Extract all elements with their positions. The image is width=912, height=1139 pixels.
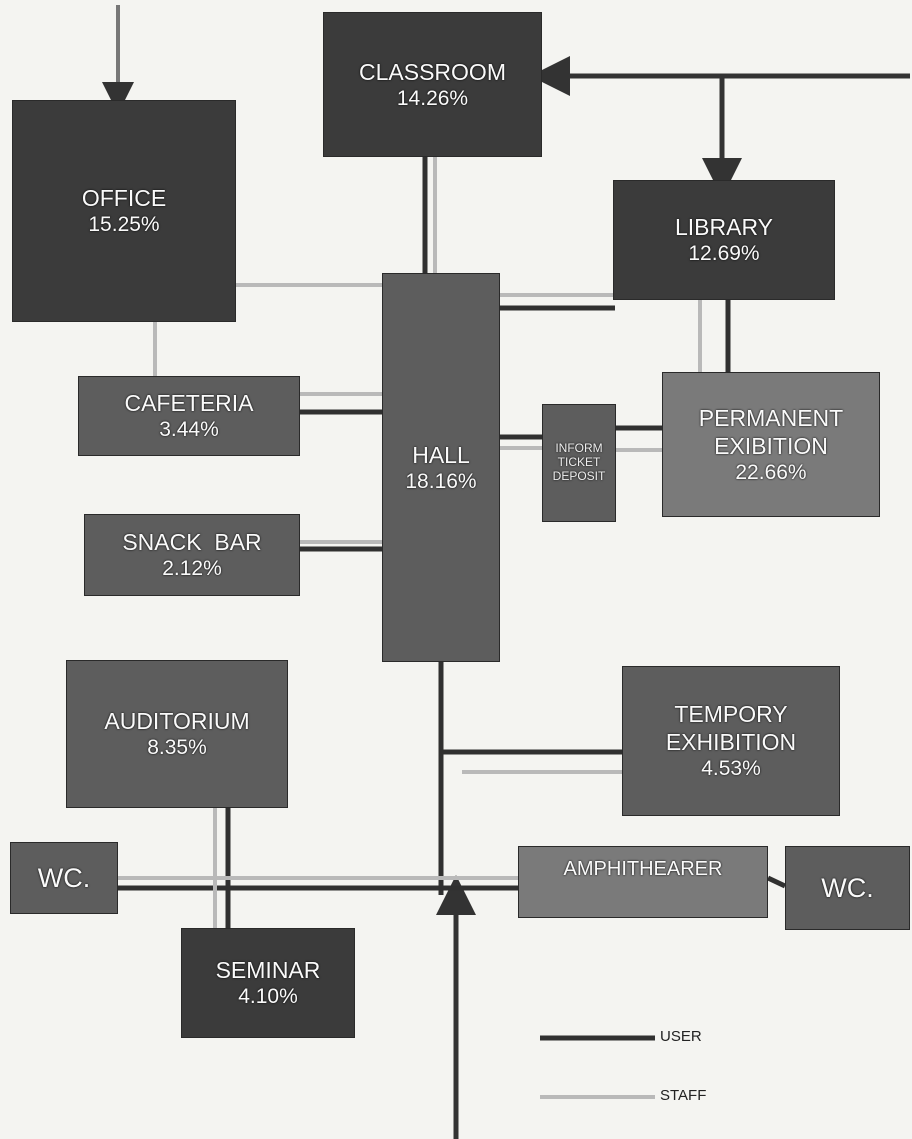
- tempory-label: TEMPORY: [674, 701, 788, 728]
- wc-right-box: WC.: [785, 846, 910, 930]
- classroom-label: CLASSROOM: [359, 58, 506, 85]
- auditorium-label: AUDITORIUM: [104, 708, 250, 735]
- tempory-exhibition-box: TEMPORY EXHIBITION 4.53%: [622, 666, 840, 816]
- info-label: INFORM: [555, 441, 603, 456]
- legend-staff-label: STAFF: [660, 1087, 707, 1104]
- seminar-percent: 4.10%: [238, 985, 298, 1009]
- seminar-label: SEMINAR: [215, 957, 321, 984]
- exibition-label: EXIBITION: [714, 432, 828, 459]
- auditorium-box: AUDITORIUM 8.35%: [66, 660, 288, 808]
- permanent-label: PERMANENT: [698, 404, 844, 431]
- hall-percent: 18.16%: [405, 469, 477, 493]
- auditorium-percent: 8.35%: [147, 736, 207, 760]
- permanent-percent: 22.66%: [735, 460, 807, 484]
- library-percent: 12.69%: [688, 242, 760, 266]
- permanent-exhibition-box: PERMANENT EXIBITION 22.66%: [662, 372, 880, 517]
- info-ticket-deposit-box: INFORM TICKET DEPOSIT: [542, 404, 616, 522]
- exhibition-label: EXHIBITION: [665, 729, 797, 756]
- office-percent: 15.25%: [88, 213, 160, 237]
- amphitheater-label: AMPHITHEARER: [563, 858, 723, 880]
- snack-bar-box: SNACK BAR 2.12%: [84, 514, 300, 596]
- hall-label: HALL: [412, 441, 470, 468]
- library-label: LIBRARY: [674, 214, 773, 241]
- wc-left-label: WC.: [37, 862, 91, 893]
- cafeteria-label: CAFETERIA: [124, 390, 254, 417]
- snack-bar-label: SNACK BAR: [122, 529, 262, 556]
- wc-left-box: WC.: [10, 842, 118, 914]
- hall-box: HALL 18.16%: [382, 273, 500, 662]
- user-lines: [118, 157, 787, 1041]
- classroom-box: CLASSROOM 14.26%: [323, 12, 542, 157]
- snack-bar-percent: 2.12%: [162, 557, 222, 581]
- staff-lines: [118, 157, 702, 1099]
- deposit-label: DEPOSIT: [552, 468, 606, 483]
- cafeteria-percent: 3.44%: [159, 418, 219, 442]
- office-label: OFFICE: [81, 185, 167, 212]
- tempory-percent: 4.53%: [701, 757, 761, 781]
- library-box: LIBRARY 12.69%: [613, 180, 835, 300]
- ticket-label: TICKET: [557, 455, 601, 470]
- classroom-percent: 14.26%: [396, 86, 469, 110]
- cafeteria-box: CAFETERIA 3.44%: [78, 376, 300, 456]
- amphitheater-box: AMPHITHEARER: [518, 846, 768, 918]
- wc-right-label: WC.: [821, 872, 874, 903]
- seminar-box: SEMINAR 4.10%: [181, 928, 355, 1038]
- legend-user-label: USER: [660, 1028, 702, 1045]
- office-box: OFFICE 15.25%: [12, 100, 236, 322]
